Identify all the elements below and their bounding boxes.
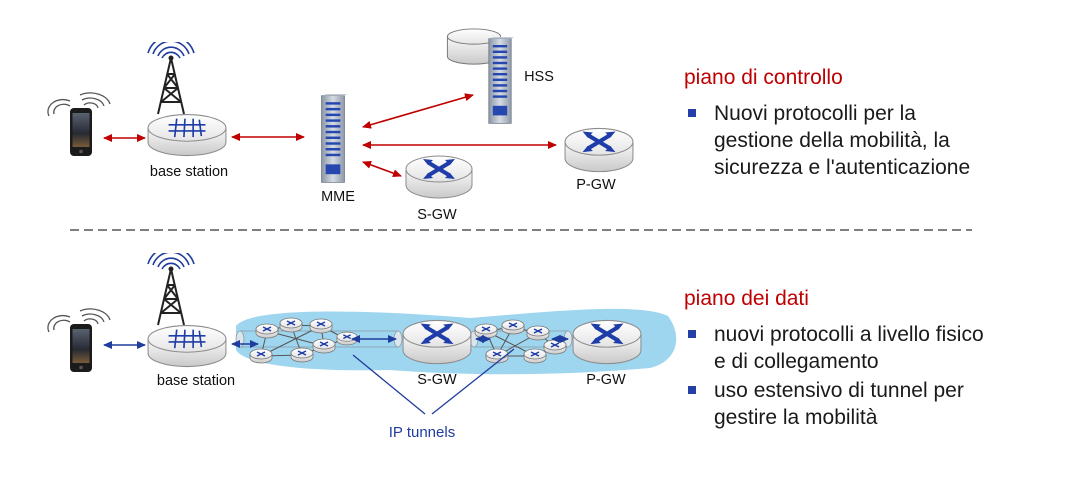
pgw-router-icon <box>565 128 633 171</box>
pgw-label: P-GW <box>576 177 616 193</box>
antenna-tower-icon <box>146 42 196 116</box>
sgw-label: S-GW <box>417 372 457 388</box>
hss-server-icon <box>488 37 516 125</box>
router-icon <box>249 348 273 364</box>
square-bullet-icon <box>688 109 696 117</box>
bullet-text: uso estensivo di tunnel per gestire la m… <box>714 379 964 429</box>
router-icon <box>290 347 314 363</box>
sgw-label: S-GW <box>417 207 457 223</box>
pgw-label: P-GW <box>586 372 626 388</box>
sgw-router-icon <box>403 320 471 363</box>
pgw-router-icon <box>573 320 641 363</box>
sgw-router-icon <box>404 154 474 199</box>
base-station-icon <box>147 324 227 368</box>
square-bullet-icon <box>688 330 696 338</box>
bullet-text: nuovi protocolli a livello fisico e di c… <box>714 323 984 373</box>
mme-label: MME <box>321 189 355 205</box>
mobile-phone-icon <box>47 92 111 157</box>
ip-tunnels-pointer <box>352 354 426 415</box>
router-icon <box>501 319 525 335</box>
router-icon <box>526 325 550 341</box>
control-plane-bullets: Nuovi protocolli per la gestione della m… <box>684 100 1059 181</box>
data-plane-heading: piano dei dati <box>684 287 809 310</box>
control-plane-heading: piano di controllo <box>684 66 843 89</box>
base-station-label: base station <box>157 373 235 389</box>
bullet-text: Nuovi protocolli per la gestione della m… <box>714 102 971 179</box>
data-plane-bullets: nuovi protocolli a livello fisico e di c… <box>684 321 1059 431</box>
antenna-tower-icon <box>146 253 196 327</box>
router-icon <box>523 348 547 364</box>
router-icon <box>474 323 498 339</box>
router-icon <box>312 338 336 354</box>
mme-server-icon <box>320 94 349 183</box>
router-icon <box>543 339 567 355</box>
control-plane-panel: piano di controllo Nuovi protocolli per … <box>684 66 1059 183</box>
bullet-item: nuovi protocolli a livello fisico e di c… <box>684 321 1059 375</box>
control-plane-diagram: base station MME HSS S-GW P-GW <box>47 28 633 223</box>
mme-sgw-arrow <box>362 161 402 177</box>
base-station-label: base station <box>150 164 228 180</box>
data-plane-diagram: base station <box>47 253 677 441</box>
hss-label: HSS <box>524 69 554 85</box>
mobile-phone-icon <box>47 308 111 373</box>
router-icon <box>309 318 333 334</box>
ip-tunnels-label: IP tunnels <box>389 424 455 441</box>
bullet-item: uso estensivo di tunnel per gestire la m… <box>684 377 1059 431</box>
router-icon <box>255 323 279 339</box>
ip-tunnels-pointer <box>431 348 515 415</box>
bullet-item: Nuovi protocolli per la gestione della m… <box>684 100 1059 181</box>
ip-network-cloud-1 <box>249 317 358 364</box>
mme-hss-arrow <box>362 93 474 129</box>
ip-network-cloud-2 <box>474 319 567 364</box>
square-bullet-icon <box>688 386 696 394</box>
router-icon <box>279 317 303 333</box>
data-plane-panel: piano dei dati nuovi protocolli a livell… <box>684 287 1059 433</box>
base-station-icon <box>147 113 227 157</box>
